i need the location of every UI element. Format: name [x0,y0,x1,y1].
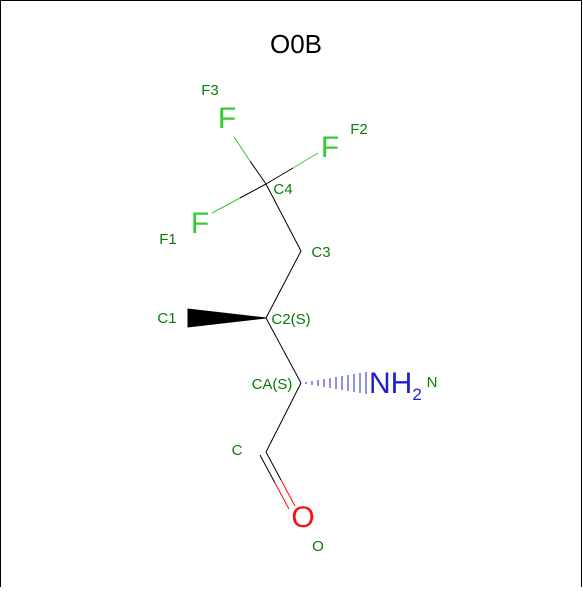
atom-f2-symbol: F [321,131,339,164]
bond-c4-f1-b [211,197,241,214]
bond-ca-n-hash [305,372,367,394]
bond-c4-c3 [265,183,302,252]
bond-c4-f3-a [249,160,267,185]
label-ca: CA(S) [252,376,293,393]
label-c: C [232,442,243,459]
bond-c4-f3-b [233,136,251,162]
bond-c-o-2b [274,482,290,510]
bond-c4-f1-a [239,183,267,199]
label-f1: F1 [159,231,177,248]
atom-f1-symbol: F [191,207,209,240]
atom-n-symbol: NH2 [369,367,422,404]
bond-ca-c [265,382,302,453]
bond-c3-c2 [265,250,302,319]
element-symbols: F F F NH2 O [191,102,422,534]
label-c3: C3 [311,244,330,261]
atom-o-symbol: O [291,501,314,534]
bond-c4-f2-a [265,167,294,185]
bonds [187,136,367,510]
bond-c-o-2a [259,454,276,484]
bond-c2-c1-wedge [187,308,267,328]
bond-c-o-1b [280,479,296,507]
label-f3: F3 [201,82,219,99]
label-o: O [312,538,324,555]
atom-labels: F3 F2 F1 C4 C3 C1 C2(S) CA(S) N C O [157,82,437,555]
bond-c4-f2-b [292,152,319,169]
label-c1: C1 [157,310,176,327]
bond-c2-ca [265,317,302,384]
label-c4: C4 [273,181,292,198]
molecule-title: O0B [270,29,322,59]
label-n: N [427,374,438,391]
label-c2: C2(S) [271,311,310,328]
label-f2: F2 [350,121,368,138]
bond-c-o-1a [265,451,282,481]
atom-f3-symbol: F [218,102,236,135]
